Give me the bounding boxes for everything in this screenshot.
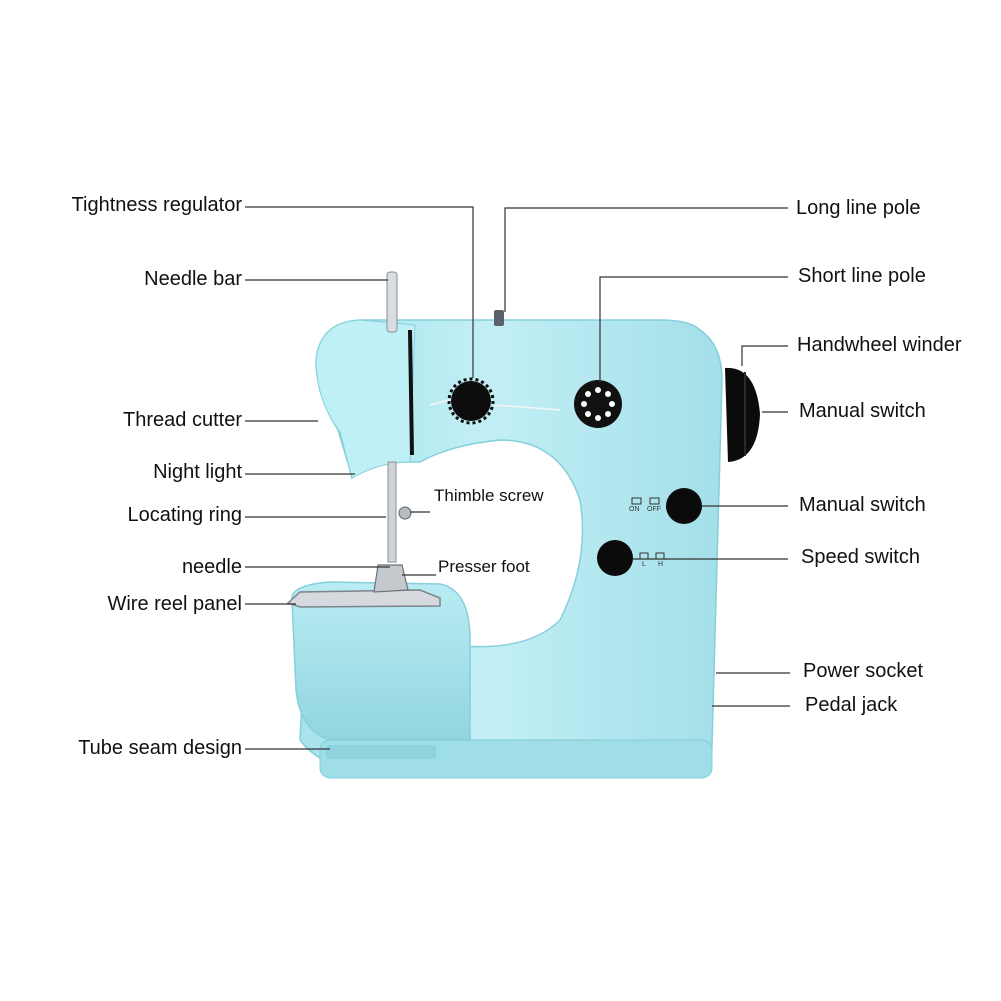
label-presser-foot: Presser foot: [438, 557, 530, 576]
label-night-light: Night light: [153, 461, 242, 483]
thread-slot: [408, 329, 414, 456]
machine-bed: [291, 581, 471, 741]
long-line-pole-pin: [494, 310, 504, 326]
thimble-screw-knob: [398, 506, 412, 520]
tightness-dial: [451, 381, 491, 421]
thread-path: [429, 399, 561, 411]
label-manual-switch-1: Manual switch: [799, 400, 926, 422]
short-line-pole-lights: [581, 387, 615, 421]
off-lamp-icon: [649, 497, 660, 505]
label-thread-cutter: Thread cutter: [123, 409, 242, 431]
label-needle-bar: Needle bar: [144, 268, 242, 290]
label-short-line-pole: Short line pole: [798, 265, 926, 287]
leader-lines: [245, 206, 790, 750]
presser-foot-shape: [373, 564, 409, 593]
label-needle: needle: [181, 556, 242, 578]
label-thimble-screw: Thimble screw: [434, 486, 544, 505]
label-manual-switch-2: Manual switch: [799, 494, 926, 516]
label-locating-ring: Locating ring: [127, 504, 242, 526]
switch-mark-on: ON: [629, 506, 640, 513]
needle-bar-lower: [387, 461, 397, 563]
label-tightness-regulator: Tightness regulator: [71, 194, 242, 216]
label-power-socket: Power socket: [803, 660, 924, 682]
label-handwheel-winder: Handwheel winder: [797, 334, 962, 356]
on-lamp-icon: [631, 497, 642, 505]
switch-mark-high: H: [658, 561, 664, 568]
switch-mark-off: OFF: [647, 506, 661, 513]
label-tube-seam-design: Tube seam design: [78, 737, 242, 759]
manual-switch-knob: [666, 488, 702, 524]
speed-switch-knob: [597, 540, 633, 576]
tube-seam-slot: [326, 745, 436, 759]
label-speed-switch: Speed switch: [801, 546, 920, 568]
label-pedal-jack: Pedal jack: [805, 694, 898, 716]
head-front-panel: [315, 319, 416, 479]
needle-bar-rod: [386, 271, 398, 333]
handwheel: [725, 367, 760, 462]
switch-mark-low: L: [642, 561, 646, 568]
label-wire-reel-panel: Wire reel panel: [107, 593, 242, 615]
wire-reel-plate: [286, 589, 441, 608]
label-long-line-pole: Long line pole: [796, 197, 921, 219]
